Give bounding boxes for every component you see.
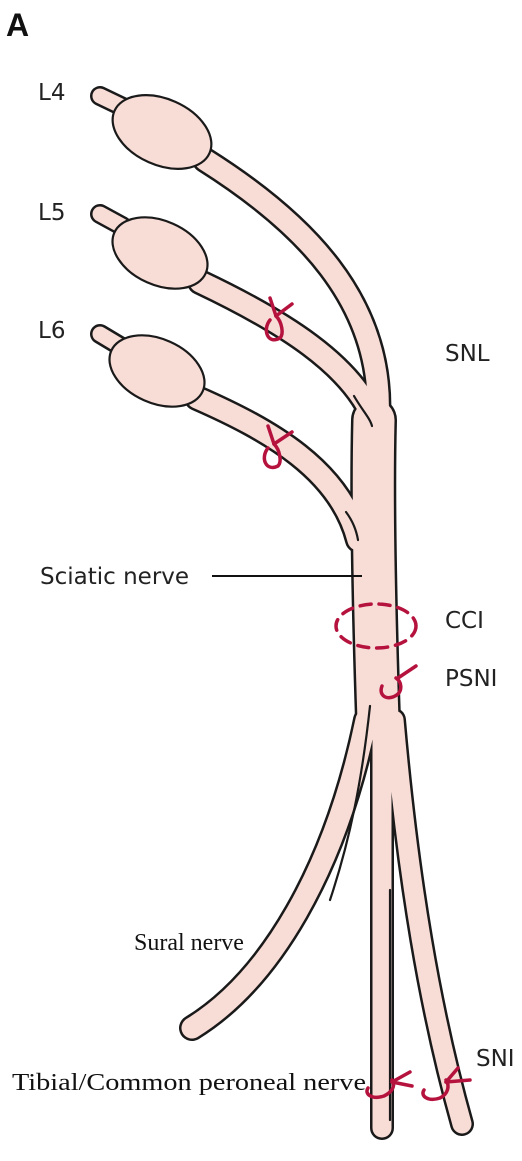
ganglia — [98, 81, 223, 421]
sural-branch-outline — [192, 720, 366, 1028]
peroneal-branch — [394, 720, 462, 1124]
sciatic-nerve-label: Sciatic nerve — [40, 564, 189, 590]
tibial-peroneal-label: Tibial/Common peroneal nerve — [12, 1070, 366, 1096]
sural-nerve-label: Sural nerve — [134, 930, 244, 956]
panel-letter: A — [6, 7, 29, 43]
snl-label: SNL — [445, 341, 490, 367]
l5-label: L5 — [38, 200, 65, 226]
l6-root — [197, 398, 358, 540]
nerve-tree — [98, 81, 462, 1128]
sni-label: SNI — [476, 1046, 515, 1072]
l5-stub — [100, 214, 122, 226]
l4-label: L4 — [38, 80, 65, 106]
cci-label: CCI — [445, 608, 484, 634]
sciatic-trunk — [373, 420, 378, 720]
psni-label: PSNI — [445, 666, 497, 692]
sural-branch — [192, 720, 366, 1028]
l6-label: L6 — [38, 318, 65, 344]
